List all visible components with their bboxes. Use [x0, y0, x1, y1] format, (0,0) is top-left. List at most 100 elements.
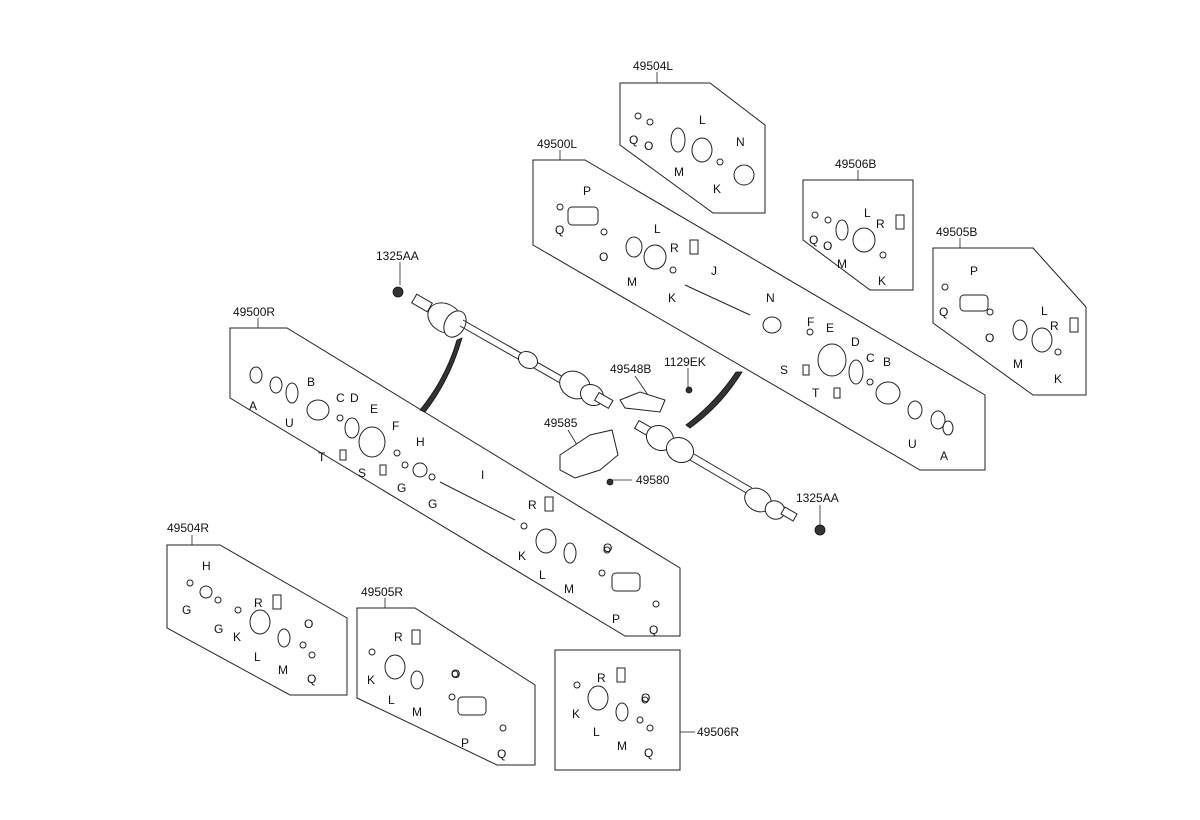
- callout-K: K: [367, 673, 375, 687]
- frame-49504R: [166, 544, 348, 696]
- callout-U: U: [285, 416, 294, 430]
- ref-49580: 49580: [636, 473, 670, 487]
- frame-49500L: [532, 159, 986, 471]
- ref-49506R: 49506R: [697, 725, 739, 739]
- callout-R: R: [528, 498, 537, 512]
- ref-49506B: 49506B: [835, 157, 876, 171]
- callout-Q: Q: [555, 223, 564, 237]
- ref-49504R: 49504R: [167, 521, 209, 535]
- frame-49505R: [356, 607, 536, 766]
- callout-L: L: [864, 206, 871, 220]
- callout-R: R: [670, 241, 679, 255]
- ref-49504L: 49504L: [633, 59, 673, 73]
- nut-bottom: [814, 524, 826, 536]
- ref-49505B: 49505B: [936, 225, 977, 239]
- callout-M: M: [837, 257, 847, 271]
- part-letter-callouts: Q O L N M K P Q O L R J M K N F E D C B …: [182, 113, 1062, 761]
- frame-49500R: [229, 327, 681, 637]
- callout-Q: Q: [649, 623, 658, 637]
- callout-C: C: [336, 391, 345, 405]
- reference-numbers: 49504L 49500L 49506B 49505B 1325AA 49500…: [167, 59, 977, 739]
- callout-S: S: [780, 363, 788, 377]
- callout-O: O: [644, 139, 653, 153]
- callout-G: G: [428, 497, 437, 511]
- callout-B: B: [307, 375, 315, 389]
- callout-N: N: [766, 291, 775, 305]
- frame-49506B: [802, 179, 914, 291]
- callout-O: O: [985, 331, 994, 345]
- callout-D: D: [350, 391, 359, 405]
- callout-G: G: [397, 481, 406, 495]
- callout-U: U: [908, 437, 917, 451]
- callout-G: G: [182, 603, 191, 617]
- callout-T: T: [812, 386, 820, 400]
- callout-B: B: [883, 355, 891, 369]
- callout-M: M: [617, 739, 627, 753]
- callout-H: H: [416, 435, 425, 449]
- callout-M: M: [278, 663, 288, 677]
- callout-E: E: [370, 402, 378, 416]
- ref-1325AA-bottom: 1325AA: [796, 491, 839, 505]
- callout-Q: Q: [307, 672, 316, 686]
- callout-I: I: [481, 468, 484, 482]
- callout-E: E: [826, 321, 834, 335]
- callout-L: L: [593, 725, 600, 739]
- callout-P: P: [612, 612, 620, 626]
- callout-K: K: [713, 182, 721, 196]
- ref-49500R: 49500R: [233, 305, 275, 319]
- callout-Q: Q: [644, 746, 653, 760]
- callout-K: K: [572, 707, 580, 721]
- nut-top: [392, 286, 404, 298]
- callout-O: O: [603, 541, 612, 555]
- callout-P: P: [970, 264, 978, 278]
- callout-J: J: [711, 264, 717, 278]
- callout-L: L: [539, 568, 546, 582]
- callout-Q: Q: [809, 233, 818, 247]
- callout-O: O: [823, 239, 832, 253]
- bracket-49585: [559, 429, 619, 479]
- callout-K: K: [233, 630, 241, 644]
- callout-L: L: [654, 222, 661, 236]
- callout-O: O: [641, 691, 650, 705]
- ref-49585: 49585: [544, 416, 578, 430]
- callout-R: R: [254, 596, 263, 610]
- callout-Q: Q: [939, 305, 948, 319]
- callout-H: H: [202, 559, 211, 573]
- ref-1325AA-top: 1325AA: [376, 249, 419, 263]
- callout-A: A: [940, 449, 948, 463]
- drive-shaft-assembly: [392, 286, 826, 536]
- callout-R: R: [597, 671, 606, 685]
- callout-D: D: [851, 335, 860, 349]
- callout-K: K: [518, 549, 526, 563]
- frame-49504L: [619, 82, 766, 214]
- callout-O: O: [451, 667, 460, 681]
- callout-S: S: [358, 466, 366, 480]
- callout-F: F: [392, 419, 399, 433]
- callout-M: M: [412, 705, 422, 719]
- callout-L: L: [1041, 304, 1048, 318]
- callout-T: T: [318, 450, 326, 464]
- callout-L: L: [388, 693, 395, 707]
- ref-49500L: 49500L: [537, 137, 577, 151]
- group-frames: [166, 82, 1087, 771]
- callout-P: P: [461, 736, 469, 750]
- callout-A: A: [249, 399, 257, 413]
- callout-F: F: [807, 315, 814, 329]
- callout-C: C: [866, 351, 875, 365]
- callout-R: R: [876, 217, 885, 231]
- callout-L: L: [699, 113, 706, 127]
- callout-N: N: [736, 135, 745, 149]
- callout-R: R: [1050, 319, 1059, 333]
- callout-L: L: [254, 650, 261, 664]
- frame-49505B: [932, 247, 1087, 396]
- callout-P: P: [583, 184, 591, 198]
- callout-Q: Q: [629, 133, 638, 147]
- ref-49548B: 49548B: [610, 362, 651, 376]
- bracket-49548B: [619, 391, 666, 413]
- callout-K: K: [668, 291, 676, 305]
- callout-M: M: [627, 275, 637, 289]
- callout-M: M: [674, 165, 684, 179]
- ref-1129EK: 1129EK: [664, 355, 706, 369]
- callout-K: K: [1054, 372, 1062, 386]
- callout-M: M: [564, 582, 574, 596]
